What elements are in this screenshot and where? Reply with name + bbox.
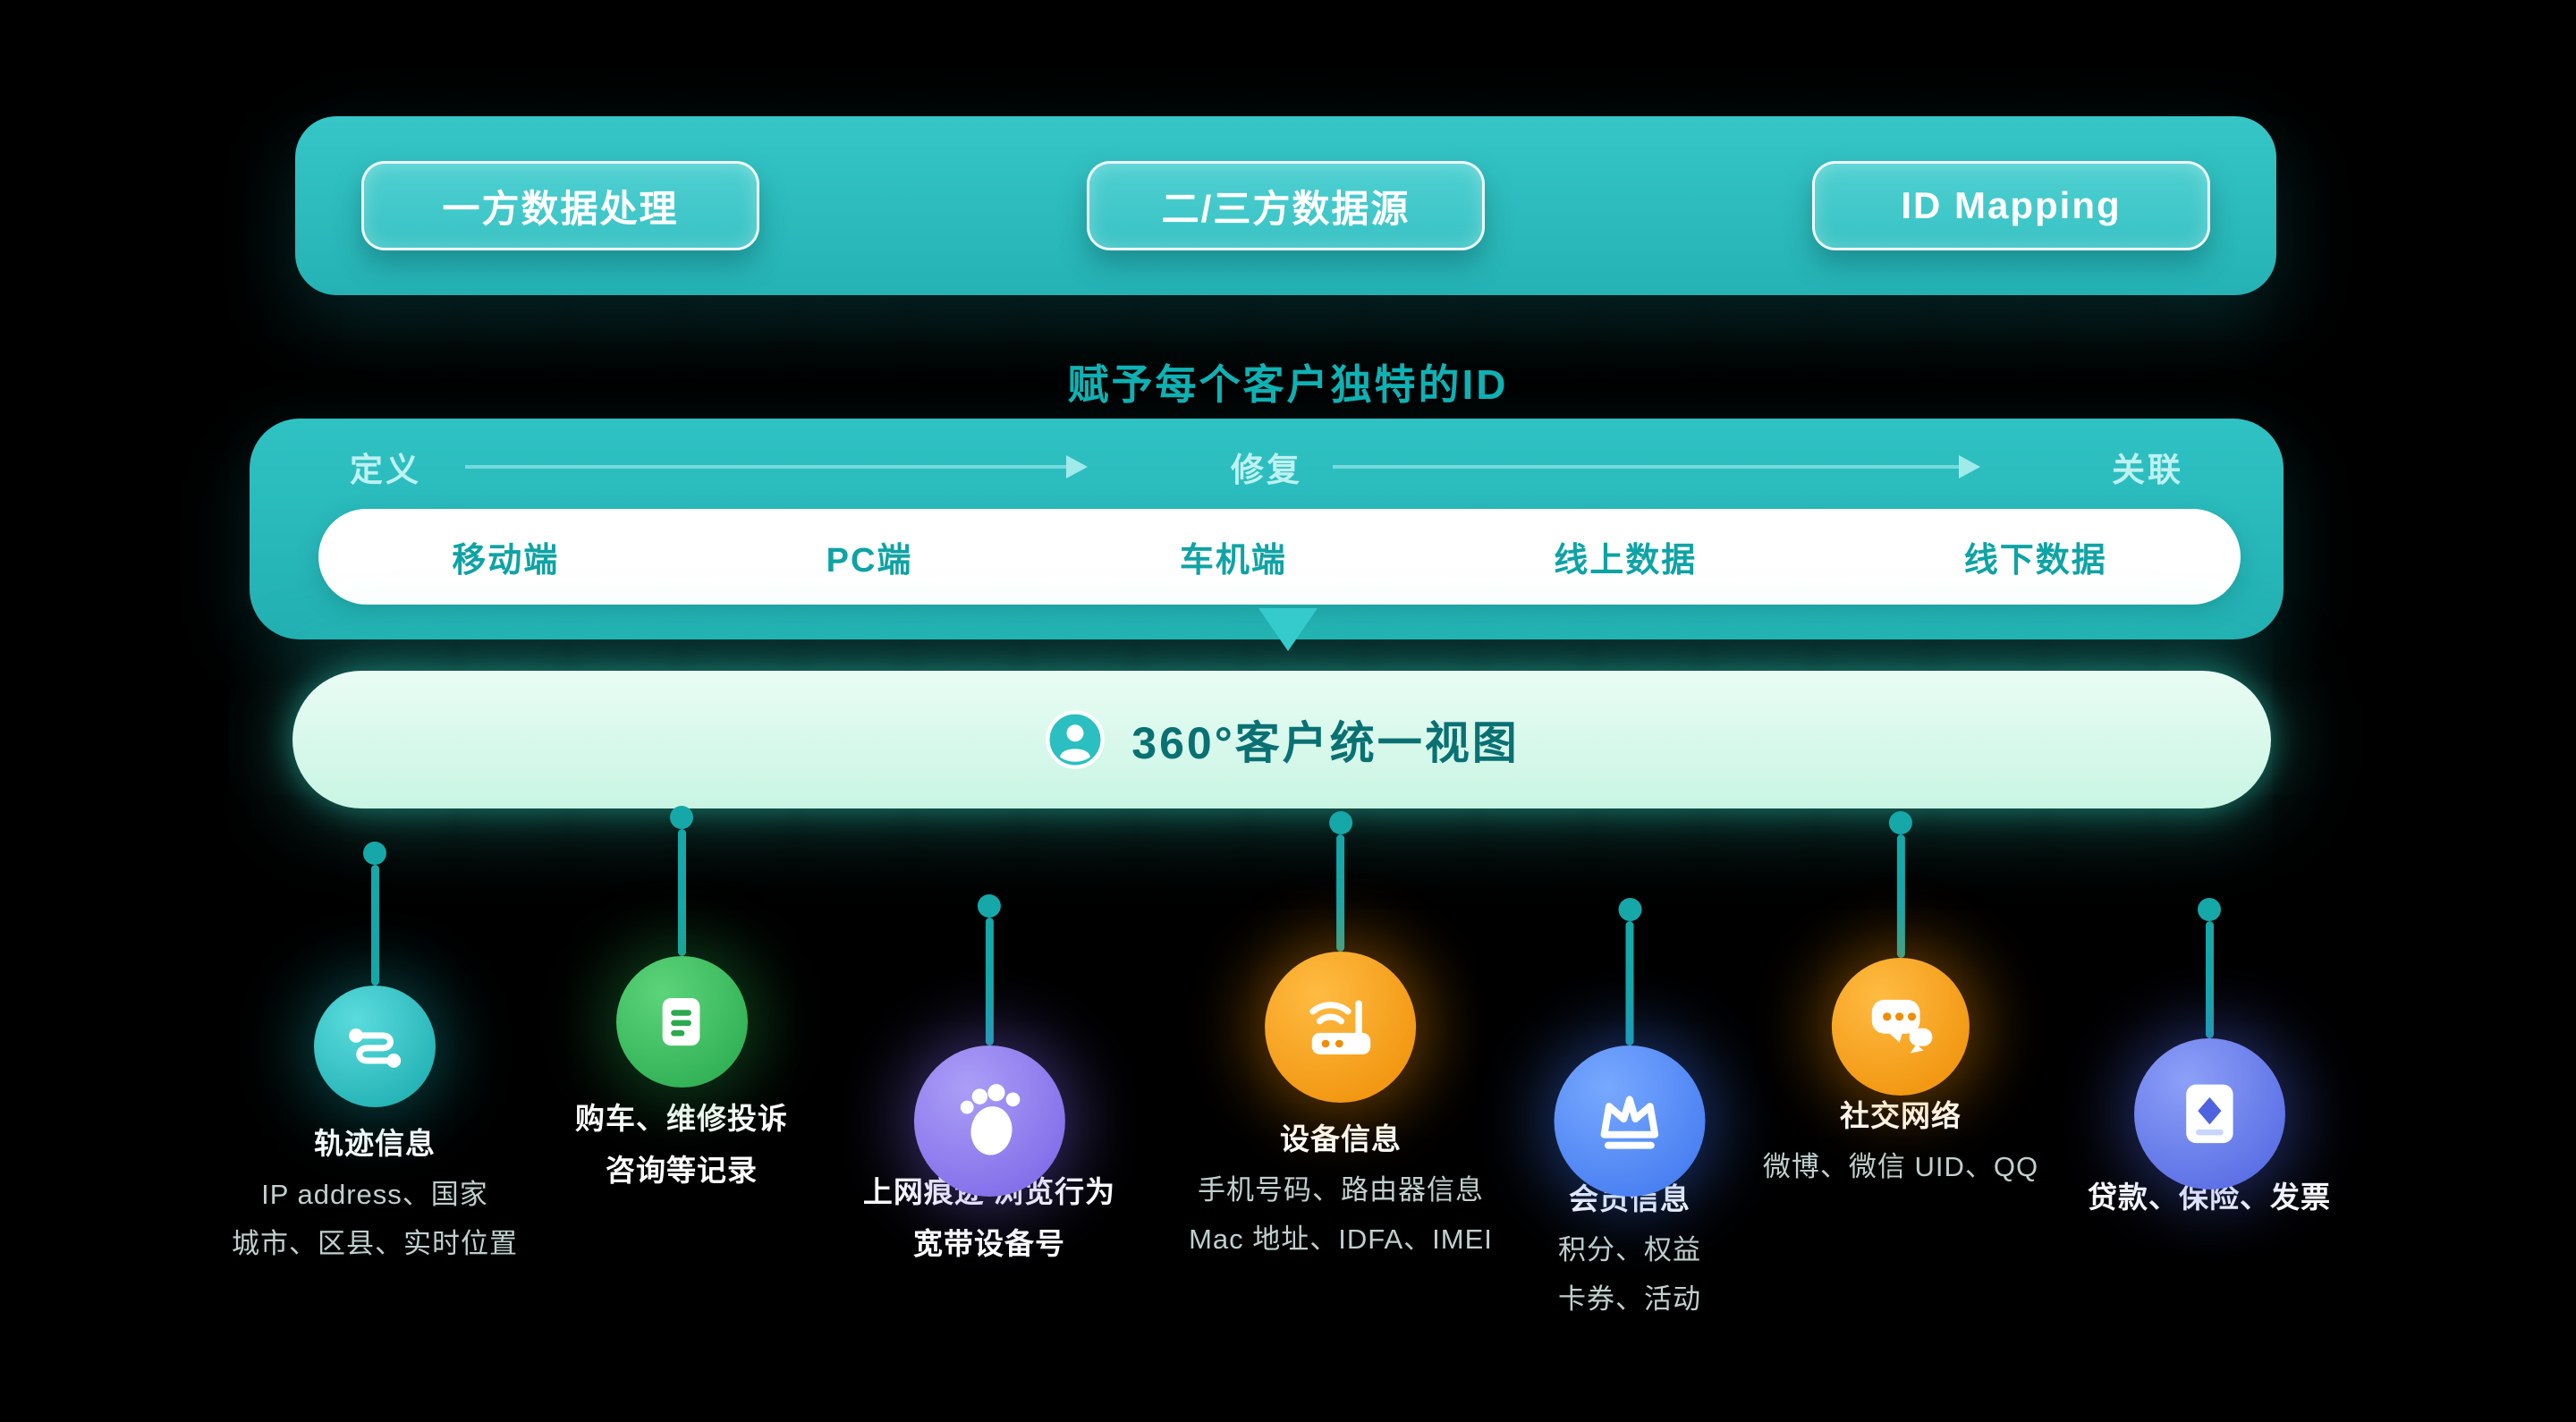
unified-customer-view-bar: 360°客户统一视图 <box>292 671 2271 808</box>
connector-dot <box>1618 898 1641 921</box>
channel-offline-data: 线下数据 <box>1963 542 2107 580</box>
source-badge <box>1265 952 1417 1103</box>
button-first-party-data[interactable]: 一方数据处理 <box>361 161 759 250</box>
route-icon <box>349 1028 401 1068</box>
router-icon <box>1309 1000 1370 1055</box>
flow-arrow-icon <box>1333 455 1980 478</box>
stage-associate: 关联 <box>2112 452 2183 488</box>
source-badge <box>314 986 436 1107</box>
connector-line <box>2205 921 2214 1038</box>
channel-in-vehicle: 车机端 <box>1179 542 1287 580</box>
connector-line <box>985 918 994 1045</box>
data-layer-bar: 一方数据处理 二/三方数据源 ID Mapping <box>295 116 2276 295</box>
source-detail: 手机号码、路由器信息 <box>1198 1174 1484 1206</box>
connector-line <box>677 829 686 956</box>
connector-dot <box>1329 811 1352 834</box>
down-arrow-icon <box>1258 608 1318 651</box>
unified-view-label: 360°客户统一视图 <box>1131 718 1520 768</box>
user-circle-icon <box>1044 708 1106 771</box>
unique-id-subtitle: 赋予每个客户独特的ID <box>1067 361 1509 408</box>
flow-arrow-icon <box>465 455 1088 478</box>
connector-dot <box>670 806 693 829</box>
source-title: 购车、维修投诉 <box>575 1102 788 1135</box>
connector-dot <box>977 894 1001 918</box>
source-social-network: 社交网络 微博、微信 UID、QQ <box>1763 811 2038 1191</box>
source-detail: IP address、国家 <box>261 1179 488 1210</box>
source-title: 轨迹信息 <box>314 1127 436 1160</box>
stage-define: 定义 <box>350 452 421 488</box>
footprint-icon <box>960 1084 1021 1155</box>
source-text: 设备信息 手机号码、路由器信息 Mac 地址、IDFA、IMEI <box>1189 1113 1493 1264</box>
source-badge <box>1554 1045 1706 1197</box>
button-second-third-party-data[interactable]: 二/三方数据源 <box>1087 161 1485 250</box>
source-member-info: 会员信息 积分、权益 卡券、活动 <box>1554 898 1706 1324</box>
chat-bubbles-icon <box>1872 1000 1933 1054</box>
source-device-info: 设备信息 手机号码、路由器信息 Mac 地址、IDFA、IMEI <box>1189 811 1493 1264</box>
crown-icon <box>1600 1096 1659 1149</box>
source-purchase-service-records: 购车、维修投诉 咨询等记录 <box>575 806 788 1197</box>
invoice-icon <box>2185 1084 2233 1144</box>
stage-repair: 修复 <box>1231 452 1302 488</box>
connector-dot <box>2198 898 2221 921</box>
connector-dot <box>363 842 386 865</box>
source-badge <box>2133 1038 2285 1189</box>
source-text: 会员信息 积分、权益 卡券、活动 <box>1558 1173 1701 1324</box>
connector-line <box>1625 921 1634 1045</box>
source-badge <box>1831 958 1970 1096</box>
source-text: 社交网络 微博、微信 UID、QQ <box>1763 1090 2038 1191</box>
source-detail: Mac 地址、IDFA、IMEI <box>1189 1223 1493 1255</box>
source-title: 社交网络 <box>1839 1099 1962 1132</box>
channel-pc: PC端 <box>826 542 913 580</box>
source-detail: 卡券、活动 <box>1558 1283 1701 1315</box>
channel-mobile: 移动端 <box>452 542 560 580</box>
source-text: 轨迹信息 IP address、国家 城市、区县、实时位置 <box>232 1118 518 1268</box>
id-pipeline-panel: 定义 修复 关联 移动端 PC端 车机端 线上数据 线下数据 <box>250 419 2284 639</box>
source-detail: 微博、微信 UID、QQ <box>1762 1151 2039 1182</box>
pipeline-stages: 定义 修复 关联 <box>250 440 2284 494</box>
source-detail: 城市、区县、实时位置 <box>232 1228 518 1259</box>
connector-line <box>1896 834 1905 958</box>
channel-bar: 移动端 PC端 车机端 线上数据 线下数据 <box>318 509 2241 605</box>
channel-online-data: 线上数据 <box>1554 542 1698 580</box>
source-title: 咨询等记录 <box>606 1154 758 1187</box>
source-web-footprint: 上网痕迹 浏览行为 宽带设备号 <box>863 894 1115 1270</box>
source-badge <box>913 1045 1065 1197</box>
connector-line <box>370 865 379 986</box>
source-text: 购车、维修投诉 咨询等记录 <box>575 1093 788 1197</box>
connector-dot <box>1888 811 1912 834</box>
source-detail: 积分、权益 <box>1558 1234 1701 1265</box>
connector-line <box>1336 834 1345 952</box>
source-finance-records: 贷款、保险、发票 <box>2088 898 2331 1223</box>
source-title: 宽带设备号 <box>912 1227 1065 1260</box>
source-title: 设备信息 <box>1280 1122 1402 1155</box>
button-id-mapping[interactable]: ID Mapping <box>1812 161 2210 250</box>
source-track-info: 轨迹信息 IP address、国家 城市、区县、实时位置 <box>232 842 518 1268</box>
document-icon <box>663 997 700 1046</box>
source-badge <box>615 956 748 1088</box>
